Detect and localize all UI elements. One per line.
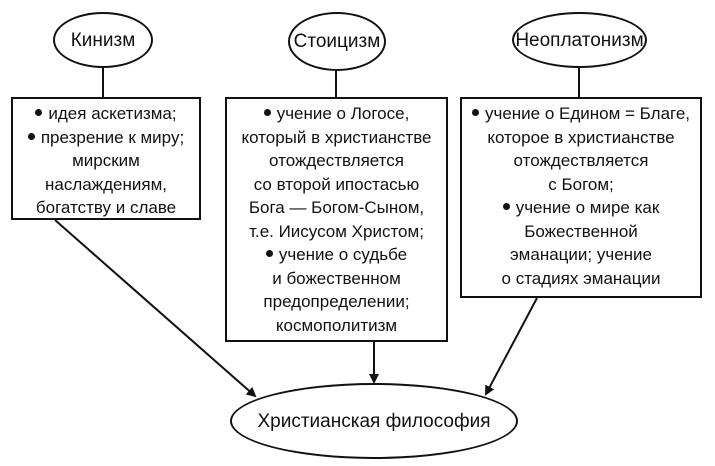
box-stoicizm-line: учение о Логосе,	[231, 102, 442, 126]
box-stoicizm: учение о Логосе, который в христианстве …	[225, 97, 448, 342]
node-kinizm-label: Кинизм	[70, 29, 136, 51]
box-kinizm-line: мирским	[72, 151, 140, 170]
box-neoplatonizm-line: с Богом;	[548, 174, 614, 194]
box-kinizm-line: презрение к миру;	[17, 126, 195, 150]
node-neoplatonizm-label: Неоплатонизм	[515, 29, 644, 51]
box-stoicizm-line: т.е. Иисусом Христом;	[249, 221, 424, 241]
box-stoicizm-line: и божественном	[272, 268, 401, 288]
box-neoplatonizm: учение о Едином = Благе, которое в христ…	[460, 97, 702, 298]
box-stoicizm-line: Бога — Богом-Сыном,	[248, 198, 425, 217]
box-kinizm-line: богатству и славе	[35, 198, 177, 217]
node-stoicizm-label: Стоицизм	[293, 31, 381, 52]
box-neoplatonizm-line: о стадиях эманации	[501, 268, 661, 288]
node-neoplatonizm: Неоплатонизм	[512, 12, 647, 68]
node-stoicizm: Стоицизм	[288, 12, 386, 71]
box-neoplatonizm-line: учение о мире как	[466, 196, 696, 220]
arrow-neoplatonizm	[485, 297, 538, 396]
box-stoicizm-line: который в христианстве	[241, 127, 432, 147]
box-stoicizm-line: отождествляется	[269, 151, 404, 170]
bullet-icon	[265, 250, 273, 258]
box-neoplatonizm-line: учение о Едином = Благе,	[466, 102, 696, 126]
box-stoicizm-line: предопределении;	[263, 292, 410, 311]
node-result-label: Христианская философия	[257, 410, 491, 432]
bullet-icon	[35, 109, 43, 117]
bullet-icon	[502, 203, 510, 211]
box-stoicizm-line: космополитизм	[275, 315, 398, 335]
box-neoplatonizm-line: Божественной	[524, 221, 638, 241]
box-stoicizm-line: со второй ипостасью	[253, 174, 420, 194]
box-neoplatonizm-line: которое в христианстве	[487, 127, 675, 147]
bullet-icon	[27, 132, 35, 140]
arrow-kinizm	[54, 219, 257, 398]
box-neoplatonizm-line: эманации; учение	[510, 245, 652, 264]
node-result: Христианская философия	[230, 383, 518, 459]
bullet-icon	[263, 109, 271, 117]
box-neoplatonizm-line: отождествляется	[513, 151, 649, 170]
box-stoicizm-line: учение о судьбе	[231, 243, 442, 267]
box-kinizm-line: идея аскетизма;	[17, 102, 195, 126]
box-kinizm-line: наслаждениям,	[45, 174, 167, 194]
box-kinizm: идея аскетизма; презрение к миру; мирски…	[11, 97, 201, 220]
node-kinizm: Кинизм	[53, 12, 153, 68]
bullet-icon	[471, 109, 479, 117]
